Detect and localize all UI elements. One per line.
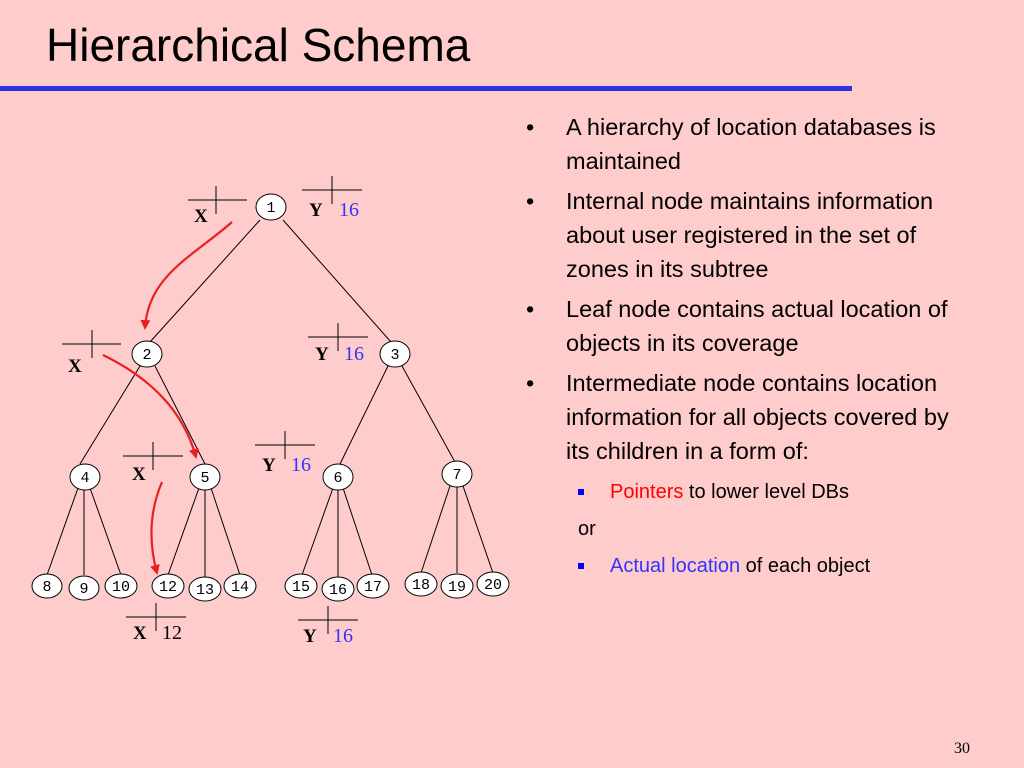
bullet-item: • A hierarchy of location databases is ma…	[526, 110, 976, 178]
bullet-text: Intermediate node contains location info…	[566, 370, 949, 464]
node-label: 20	[484, 577, 502, 594]
node-label: 2	[142, 347, 151, 364]
bullet-dot-icon: •	[526, 188, 535, 214]
sub-bullet-text: to lower level DBs	[683, 481, 849, 503]
tree-node: 18	[404, 571, 438, 597]
entry-user: X	[133, 623, 147, 644]
node-label: 19	[448, 579, 466, 596]
tree-node: 1	[255, 193, 287, 221]
tree-node: 17	[356, 573, 390, 599]
node-label: 18	[412, 577, 430, 594]
tree-edges	[46, 219, 494, 577]
node-label: 5	[200, 470, 209, 487]
node-label: 9	[79, 581, 88, 598]
bullet-dot-icon: •	[526, 114, 535, 140]
node-label: 3	[390, 347, 399, 364]
entry-user: Y	[309, 200, 323, 221]
bullet-dot-icon: •	[526, 370, 535, 396]
bullet-text: A hierarchy of location databases is mai…	[566, 114, 936, 174]
square-bullet-icon	[578, 489, 584, 495]
tree-node: 13	[188, 576, 222, 602]
tree-node: 5	[189, 463, 221, 491]
entries: X Y 16 X Y 16 X Y 16 X 12 Y 16	[68, 199, 364, 647]
entry-user: X	[194, 206, 208, 227]
node-label: 17	[364, 579, 382, 596]
sub-bullet-highlight: Pointers	[610, 481, 684, 503]
tree-node: 15	[284, 573, 318, 599]
tree-node: 19	[440, 573, 474, 599]
entry-value: 16	[291, 454, 311, 476]
entry-crosses	[62, 176, 368, 634]
node-label: 7	[452, 467, 461, 484]
tree-node: 12	[151, 573, 185, 599]
tree-node: 3	[379, 340, 411, 368]
bullet-dot-icon: •	[526, 296, 535, 322]
arrow-root-to-2	[140, 221, 233, 330]
entry-user: Y	[315, 344, 329, 365]
tree-node: 16	[321, 576, 355, 602]
tree-node: 8	[31, 573, 63, 599]
tree-node: 2	[131, 340, 163, 368]
node-label: 10	[112, 579, 130, 596]
slide-title: Hierarchical Schema	[46, 19, 471, 71]
entry-value: 16	[333, 625, 353, 647]
or-text: or	[578, 518, 596, 540]
title-rule	[0, 86, 852, 91]
entry-user: X	[132, 464, 146, 485]
entry-user: Y	[262, 455, 276, 476]
pointer-arrows	[102, 221, 233, 575]
tree-node: 20	[476, 571, 510, 597]
bullet-item: • Intermediate node contains location inf…	[526, 366, 976, 468]
node-label: 14	[231, 579, 249, 596]
entry-user: Y	[303, 626, 317, 647]
arrow-5-to-12	[150, 481, 164, 575]
bullet-item: • Leaf node contains actual location of o…	[526, 292, 976, 360]
tree-node: 10	[104, 573, 138, 599]
tree-node: 9	[68, 575, 100, 601]
tree-node: 14	[223, 573, 257, 599]
page-number: 30	[954, 740, 970, 757]
tree-node: 7	[441, 460, 473, 488]
bullet-text: Internal node maintains information abou…	[566, 188, 934, 282]
bullet-text: Leaf node contains actual location of ob…	[566, 296, 948, 356]
node-label: 13	[196, 582, 214, 599]
sub-bullet-item: Pointers to lower level DBs	[526, 474, 976, 510]
node-label: 16	[329, 582, 347, 599]
node-label: 15	[292, 579, 310, 596]
entry-value: 12	[162, 622, 182, 644]
node-label: 8	[42, 579, 51, 596]
node-label: 12	[159, 579, 177, 596]
node-label: 4	[80, 470, 89, 487]
sub-bullet-text: of each object	[740, 555, 871, 577]
arrow-2-to-5	[102, 354, 199, 459]
entry-user: X	[68, 356, 82, 377]
sub-bullet-item: Actual location of each object	[526, 548, 976, 584]
tree-node: 4	[69, 463, 101, 491]
entry-value: 16	[339, 199, 359, 221]
hierarchy-diagram: X Y 16 X Y 16 X Y 16 X 12 Y 16 1 2 3 4 5…	[31, 176, 510, 647]
node-label: 6	[333, 470, 342, 487]
entry-value: 16	[344, 343, 364, 365]
bullet-item: • Internal node maintains information abo…	[526, 184, 976, 286]
tree-node: 6	[322, 463, 354, 491]
bullet-list: • A hierarchy of location databases is ma…	[526, 110, 976, 584]
node-label: 1	[266, 200, 275, 217]
square-bullet-icon	[578, 563, 584, 569]
tree-nodes: 1 2 3 4 5 6 7 8 9 10 12 13 14 15 16 17 1…	[31, 193, 510, 602]
sub-bullet-highlight: Actual location	[610, 555, 741, 577]
